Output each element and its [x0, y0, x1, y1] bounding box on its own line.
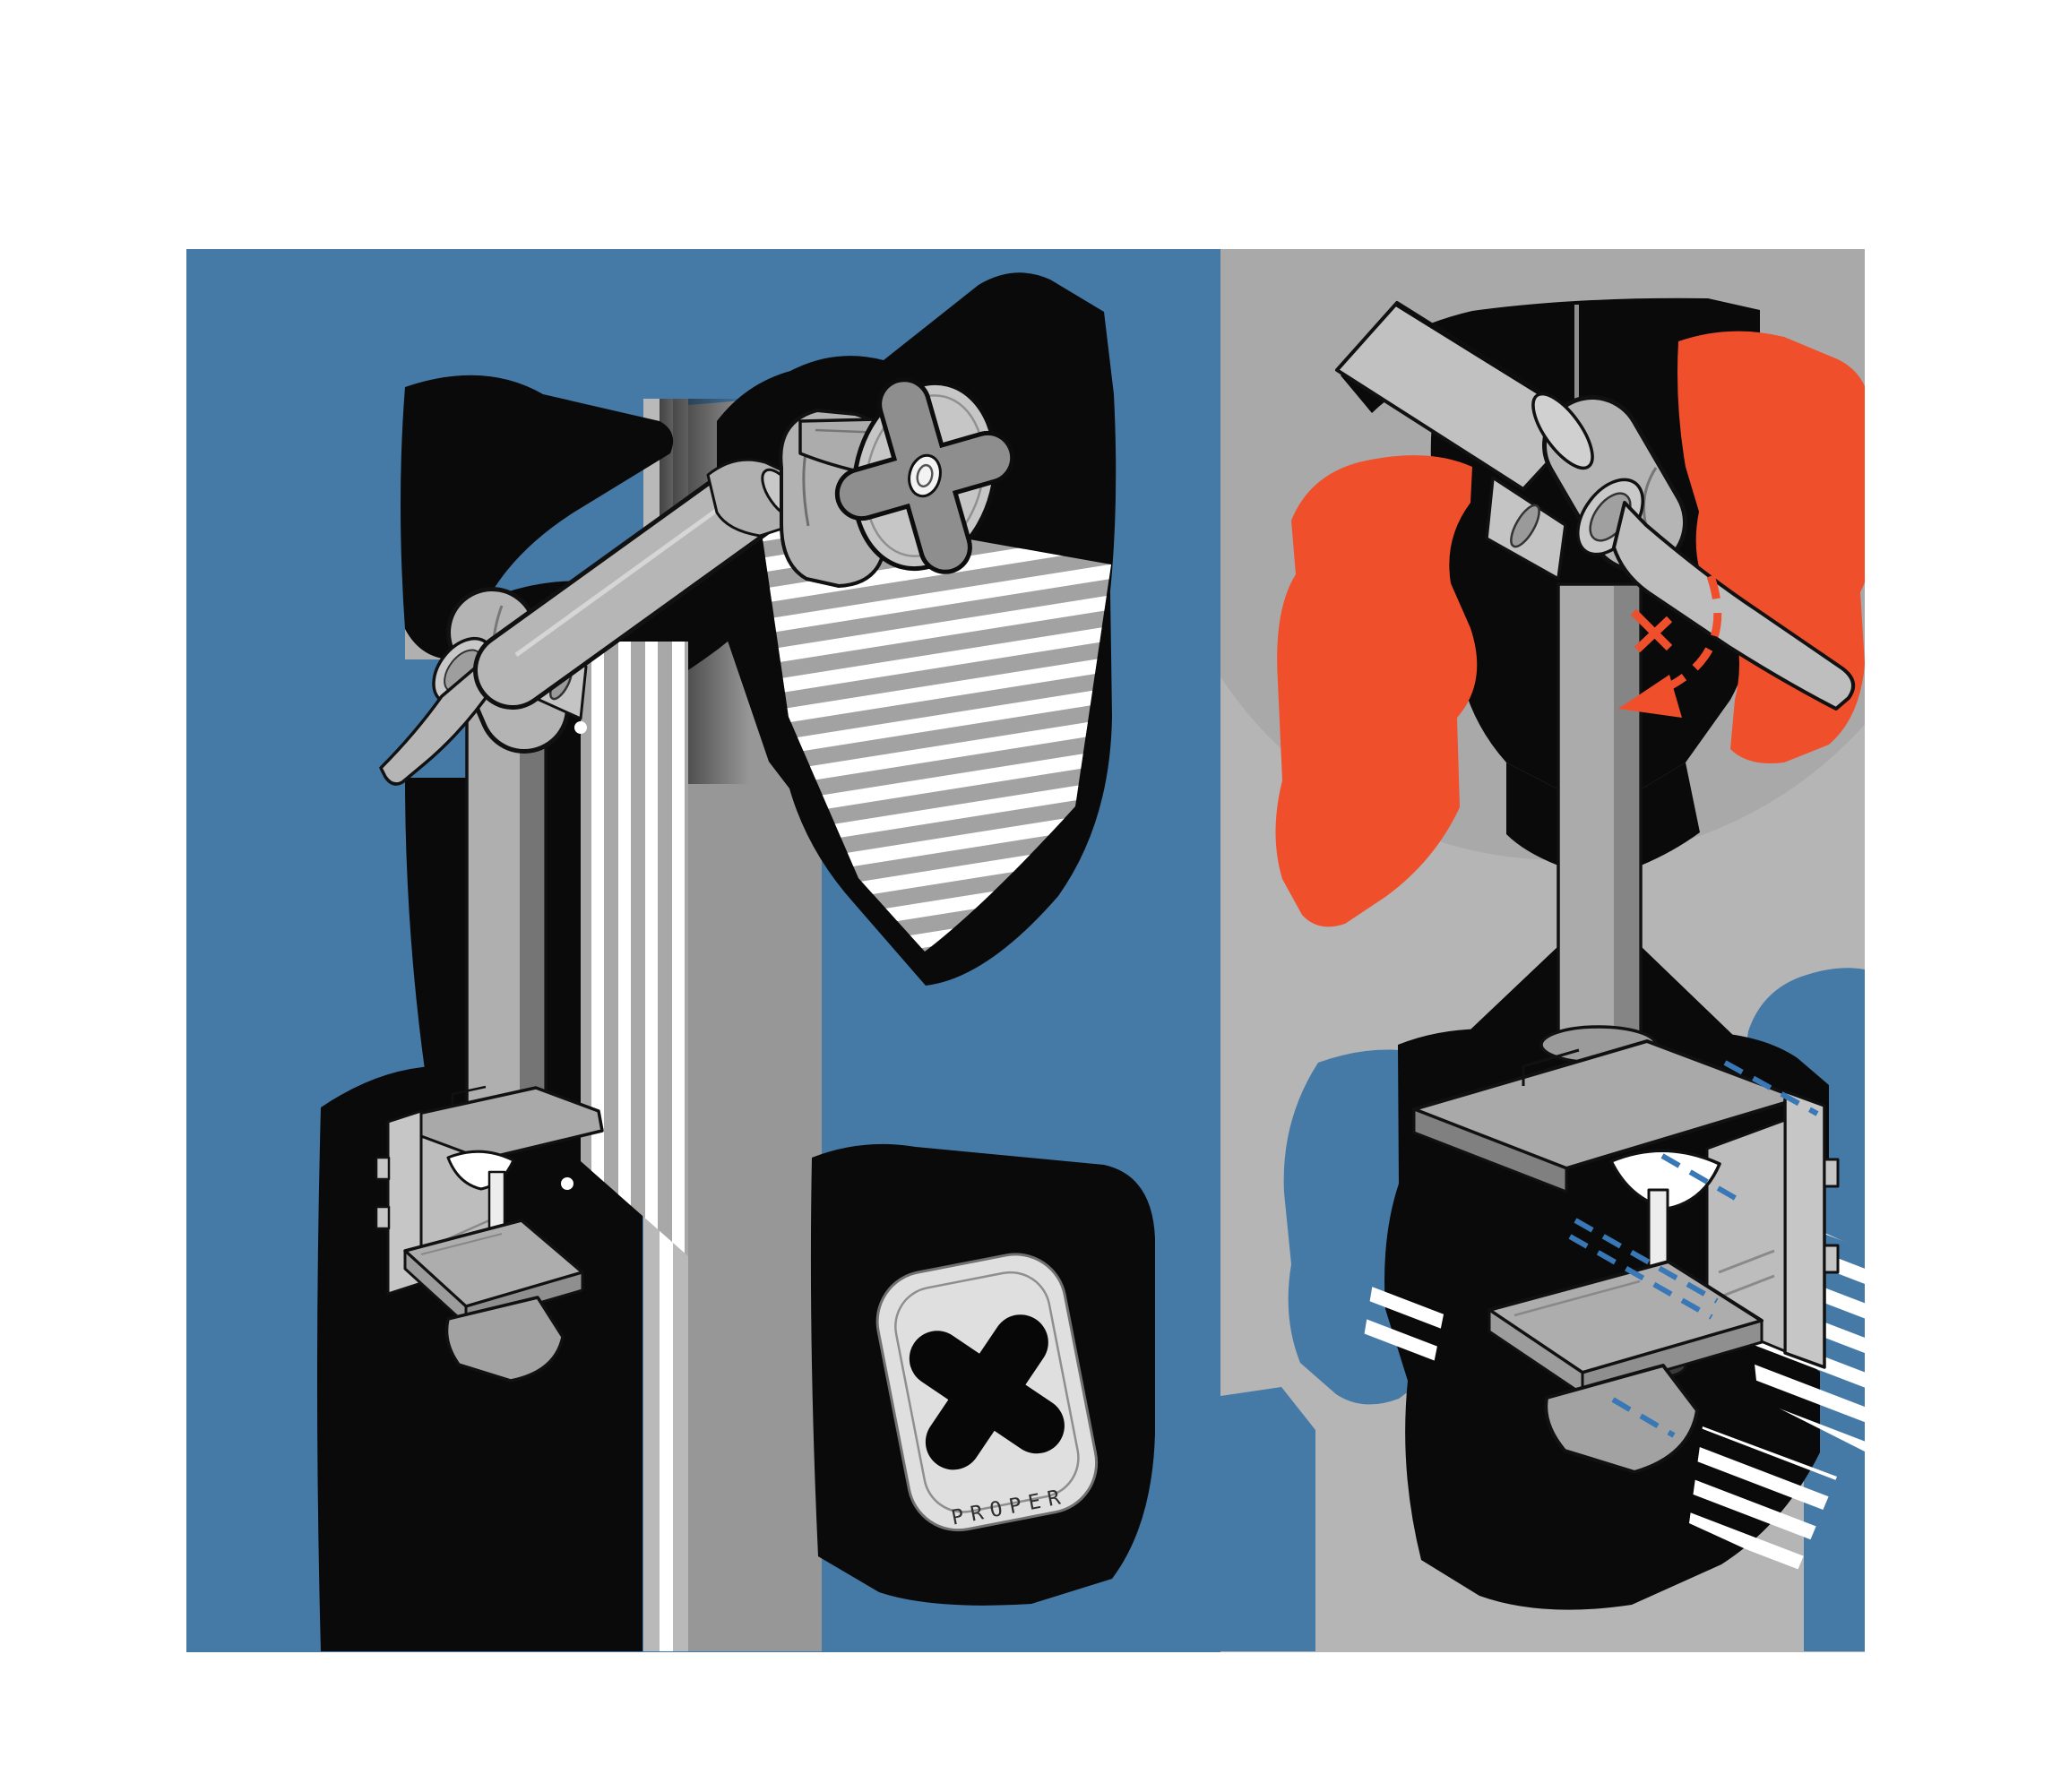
- riser-pole-shade: [520, 711, 544, 1113]
- pole-stripes: [581, 642, 688, 1256]
- vesa-slot-plate: [757, 502, 1111, 952]
- right-panel: [1220, 249, 1865, 1652]
- orange-blob-left: [1275, 455, 1478, 927]
- clamp-notch: [375, 1205, 391, 1230]
- arm-tube: [478, 465, 784, 705]
- blue-strip-left: [1220, 1387, 1315, 1651]
- x-bar: [925, 1314, 1048, 1470]
- detail-joint-parts: [1335, 301, 1856, 711]
- detail-tube-cap: [1531, 392, 1594, 470]
- detail-clevis-slot: [1510, 504, 1540, 548]
- detail-pole-shade: [1614, 586, 1639, 1039]
- rotation-arrow: [1630, 574, 1722, 695]
- rotation-arrowhead: [1618, 675, 1682, 718]
- detail-back-bar: [1783, 1090, 1826, 1369]
- proper-plate-inner-line: [894, 1271, 1080, 1513]
- detail-plate-front: [1412, 1107, 1568, 1193]
- shadow-elbow: [401, 375, 674, 660]
- vesa-plate-slots: [757, 502, 1111, 952]
- x-cutout: [909, 1314, 1065, 1470]
- desk-edge-dashes: [1568, 1060, 1819, 1438]
- wheel-hub: [908, 453, 942, 498]
- detail-bracket-line: [1718, 1274, 1775, 1299]
- rotation-arc: [1659, 574, 1722, 695]
- hatch-cluster: [1364, 1283, 1444, 1364]
- detail-bottom-line: [1513, 1279, 1641, 1317]
- screw-dot: [899, 568, 911, 581]
- cross-dash: [1630, 608, 1673, 651]
- screw-dot: [574, 721, 587, 734]
- detail-bracket-line: [1718, 1249, 1775, 1274]
- dash-line: [1568, 1234, 1713, 1320]
- detail-desk-clamp: [1412, 1025, 1840, 1474]
- left-panel: PROPER: [186, 249, 1220, 1652]
- detail-plate-step: [1522, 1048, 1580, 1086]
- detail-notch: [1823, 1158, 1840, 1188]
- proper-plate: PROPER: [875, 1253, 1099, 1532]
- desk-clamp: [375, 1085, 604, 1383]
- dash-line: [1723, 1060, 1819, 1116]
- bottom-plate-line: [420, 1233, 503, 1255]
- detail-clamp-pad: [1609, 1149, 1721, 1210]
- clamp-plate-step: [451, 1085, 487, 1107]
- arm-tube-highlight: [514, 489, 744, 658]
- clamp-notch: [375, 1156, 391, 1181]
- detail-notch: [1823, 1244, 1840, 1274]
- dash-line: [1574, 1218, 1719, 1304]
- hand-wheel-knob: [834, 377, 1015, 574]
- screw-dot: [561, 1177, 573, 1190]
- clamp-foot: [444, 1296, 565, 1383]
- pole-flank-left: [1506, 762, 1558, 866]
- shadow-pole-left: [405, 778, 467, 1118]
- wheel-rim: [864, 394, 986, 557]
- detail-quick-release-lever: [1612, 501, 1856, 711]
- pole-flank-right: [1641, 762, 1700, 866]
- monitor-arm: [379, 377, 1015, 1131]
- left-panel-content: PROPER: [317, 272, 1155, 1651]
- cross-dash: [1634, 616, 1673, 653]
- hatch-stripes-pole: [581, 642, 688, 1256]
- dash-line: [1660, 1153, 1738, 1202]
- detail-clamp-foot: [1544, 1364, 1699, 1474]
- quick-release-lever: [379, 664, 494, 786]
- hatch-cluster: [1689, 1426, 1837, 1572]
- dash-line: [1611, 1397, 1676, 1438]
- right-panel-content: [1220, 249, 1865, 1651]
- wheel-hub-inner: [916, 463, 934, 488]
- hanger-line: [1574, 305, 1579, 459]
